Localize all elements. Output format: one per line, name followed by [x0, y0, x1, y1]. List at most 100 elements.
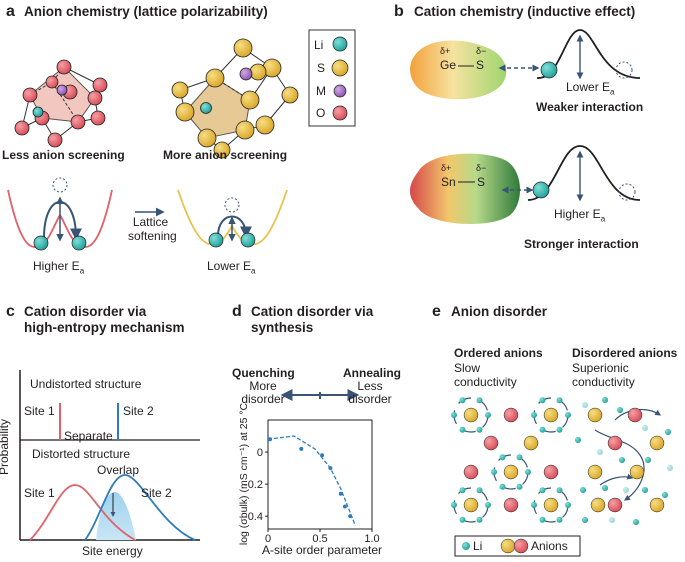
- li-ion: [499, 483, 506, 490]
- e-legend-anion-swatch-s: [500, 538, 516, 554]
- li-ion: [642, 487, 648, 493]
- li-ion: [240, 232, 256, 248]
- site-energy-axis-label: Site energy: [82, 544, 143, 558]
- y-tick-label: 0: [257, 447, 263, 459]
- d-x-axis-label: A-site order parameter: [262, 543, 383, 557]
- ge-atom: Ge: [440, 58, 457, 72]
- annealing-label: Annealing: [343, 366, 402, 380]
- data-point: [342, 504, 347, 509]
- stronger-interaction: Stronger interaction: [524, 237, 639, 251]
- anion: [503, 497, 519, 513]
- li-ion: [499, 454, 506, 461]
- d-y-axis-label: log (σbulk) (mS cm⁻¹) at 25 °C: [238, 402, 250, 546]
- li-ion: [556, 426, 563, 433]
- lower-ea-b: Lower Ea: [566, 80, 615, 97]
- data-point: [320, 453, 325, 458]
- li-ion: [667, 465, 673, 471]
- x-tick-label: 0.5: [312, 533, 327, 545]
- li-ion: [602, 397, 608, 403]
- ordered-anion-lattice: [451, 397, 571, 523]
- overlap-label: Overlap: [97, 463, 140, 477]
- anion: [649, 497, 665, 513]
- anion: [483, 435, 499, 451]
- li-ion: [539, 426, 546, 433]
- transition-site-ghost: [224, 197, 240, 213]
- higher-ea-b: Higher Ea: [554, 207, 606, 224]
- distorted-structure: Distorted structure: [32, 447, 131, 461]
- panel-a-letter: a: [6, 3, 15, 20]
- x-tick-label: 0: [265, 533, 271, 545]
- li-ion: [539, 487, 546, 494]
- disordered-anions-label: Disordered anions: [572, 346, 678, 360]
- overlap-region: [96, 492, 136, 540]
- panel-e-letter: e: [432, 303, 441, 320]
- legend-s-swatch: [331, 59, 349, 77]
- data-point: [338, 491, 343, 496]
- li-ion: [531, 412, 537, 418]
- anion: [463, 497, 479, 513]
- higher-ea-label: Higher Ea: [33, 259, 85, 276]
- anion: [629, 464, 645, 480]
- li-ion: [476, 487, 483, 494]
- li-ion: [459, 426, 466, 433]
- li-diffusion-path: [594, 429, 645, 501]
- li-ion: [575, 437, 581, 443]
- s-atom-top: S: [476, 58, 485, 72]
- li-ion: [580, 487, 586, 493]
- separate-label: Separate: [64, 429, 113, 443]
- anion: [587, 407, 603, 423]
- transition-site-ghost: [52, 177, 68, 193]
- li-ion: [476, 397, 483, 404]
- li-ion: [71, 235, 87, 251]
- li-ion: [539, 397, 546, 404]
- anion: [590, 497, 606, 513]
- x-tick-label: 1.0: [364, 533, 379, 545]
- li-ion: [476, 426, 483, 433]
- legend-m-label: M: [316, 84, 326, 98]
- s-atom-bottom: S: [477, 175, 486, 189]
- anion: [649, 435, 665, 451]
- li-ion: [459, 516, 466, 523]
- disordered-anion-lattice: [575, 397, 673, 525]
- delta-plus-bottom: δ+: [441, 163, 452, 173]
- ge-s-electron-cloud: [410, 40, 507, 100]
- anion: [463, 407, 479, 423]
- legend-m-swatch: [333, 84, 347, 98]
- panel-d-letter: d: [232, 303, 242, 320]
- li-ion: [208, 232, 224, 248]
- li-ion: [531, 502, 537, 508]
- ordered-anions-label: Ordered anions: [454, 346, 543, 360]
- oxide-atoms: [14, 59, 108, 148]
- probability-axis-label: Probability: [0, 418, 11, 476]
- target-site-ghost: [618, 183, 636, 201]
- legend-s-label: S: [317, 61, 326, 75]
- more-anion-screening: More anion screening: [163, 148, 288, 162]
- li-ion: [556, 397, 563, 404]
- legend-li-swatch: [332, 36, 348, 52]
- li-ion: [451, 502, 457, 508]
- lower-ea-label: Lower Ea: [207, 259, 256, 276]
- e-legend-li-swatch: [462, 542, 470, 550]
- delta-minus-top: δ−: [476, 46, 487, 56]
- data-point: [299, 446, 304, 451]
- li-ion: [485, 502, 491, 508]
- weaker-interaction: Weaker interaction: [536, 100, 644, 114]
- legend-o-label: O: [316, 106, 326, 120]
- li-ion: [476, 516, 483, 523]
- li-ion: [485, 412, 491, 418]
- panel-e-title: Anion disorder: [451, 304, 548, 319]
- y-tick-label: -0.4: [244, 511, 263, 523]
- li-ion: [582, 517, 588, 523]
- li-ion: [582, 402, 588, 408]
- li-ion: [602, 485, 608, 491]
- legend-o-swatch: [332, 105, 348, 121]
- anion: [627, 407, 643, 423]
- li-ion: [617, 407, 623, 413]
